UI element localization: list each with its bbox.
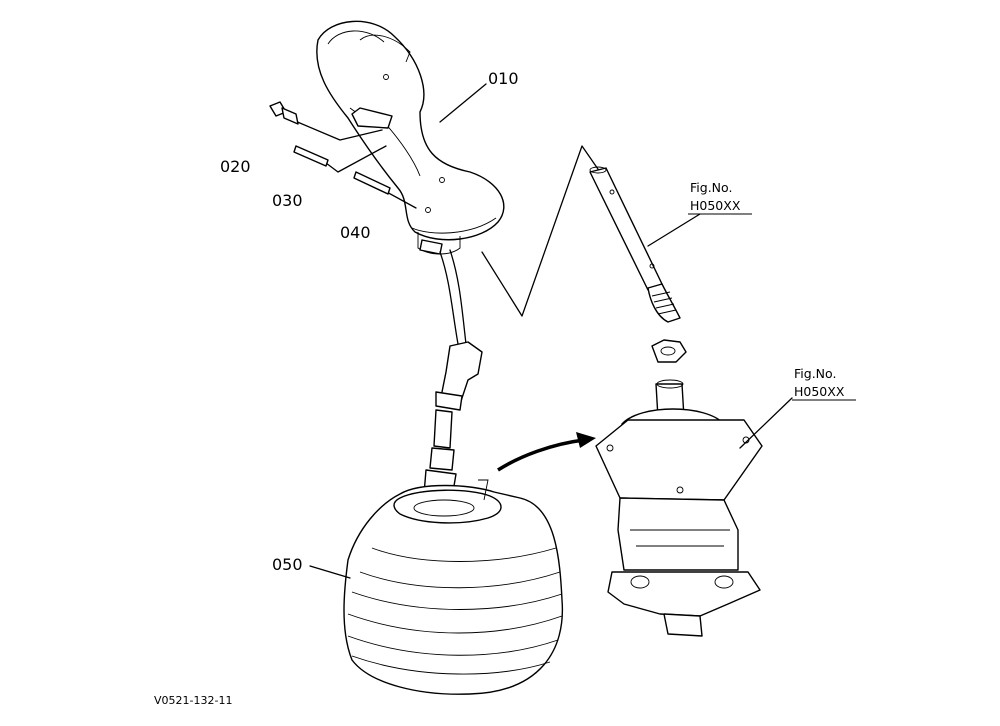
drawing-code: V0521-132-11 bbox=[154, 694, 232, 707]
grip-wire-harness bbox=[423, 249, 483, 499]
boot-050 bbox=[343, 479, 564, 695]
figref-2-line2: H050XX bbox=[794, 384, 845, 399]
lever-shaft bbox=[589, 166, 681, 323]
label-040: 040 bbox=[340, 223, 371, 242]
leader-050 bbox=[309, 565, 351, 579]
label-010: 010 bbox=[488, 69, 519, 88]
figref-2-line1: Fig.No. bbox=[794, 366, 836, 381]
leader-figref-1 bbox=[647, 213, 701, 247]
leader-010 bbox=[439, 83, 487, 123]
pin-040 bbox=[353, 171, 391, 195]
label-050: 050 bbox=[272, 555, 303, 574]
assembly-arrow bbox=[497, 432, 596, 472]
label-020: 020 bbox=[220, 157, 251, 176]
break-line bbox=[481, 145, 601, 317]
grip-010 bbox=[316, 20, 505, 255]
screw-020 bbox=[269, 101, 299, 125]
leader-020-to-grip bbox=[287, 117, 383, 141]
label-030: 030 bbox=[272, 191, 303, 210]
pilot-valve bbox=[595, 379, 763, 637]
figref-1-line1: Fig.No. bbox=[690, 180, 732, 195]
lock-nut bbox=[651, 339, 687, 363]
leader-figref-2 bbox=[739, 397, 793, 449]
pin-030 bbox=[293, 145, 329, 167]
figref-1-line2: H050XX bbox=[690, 198, 741, 213]
